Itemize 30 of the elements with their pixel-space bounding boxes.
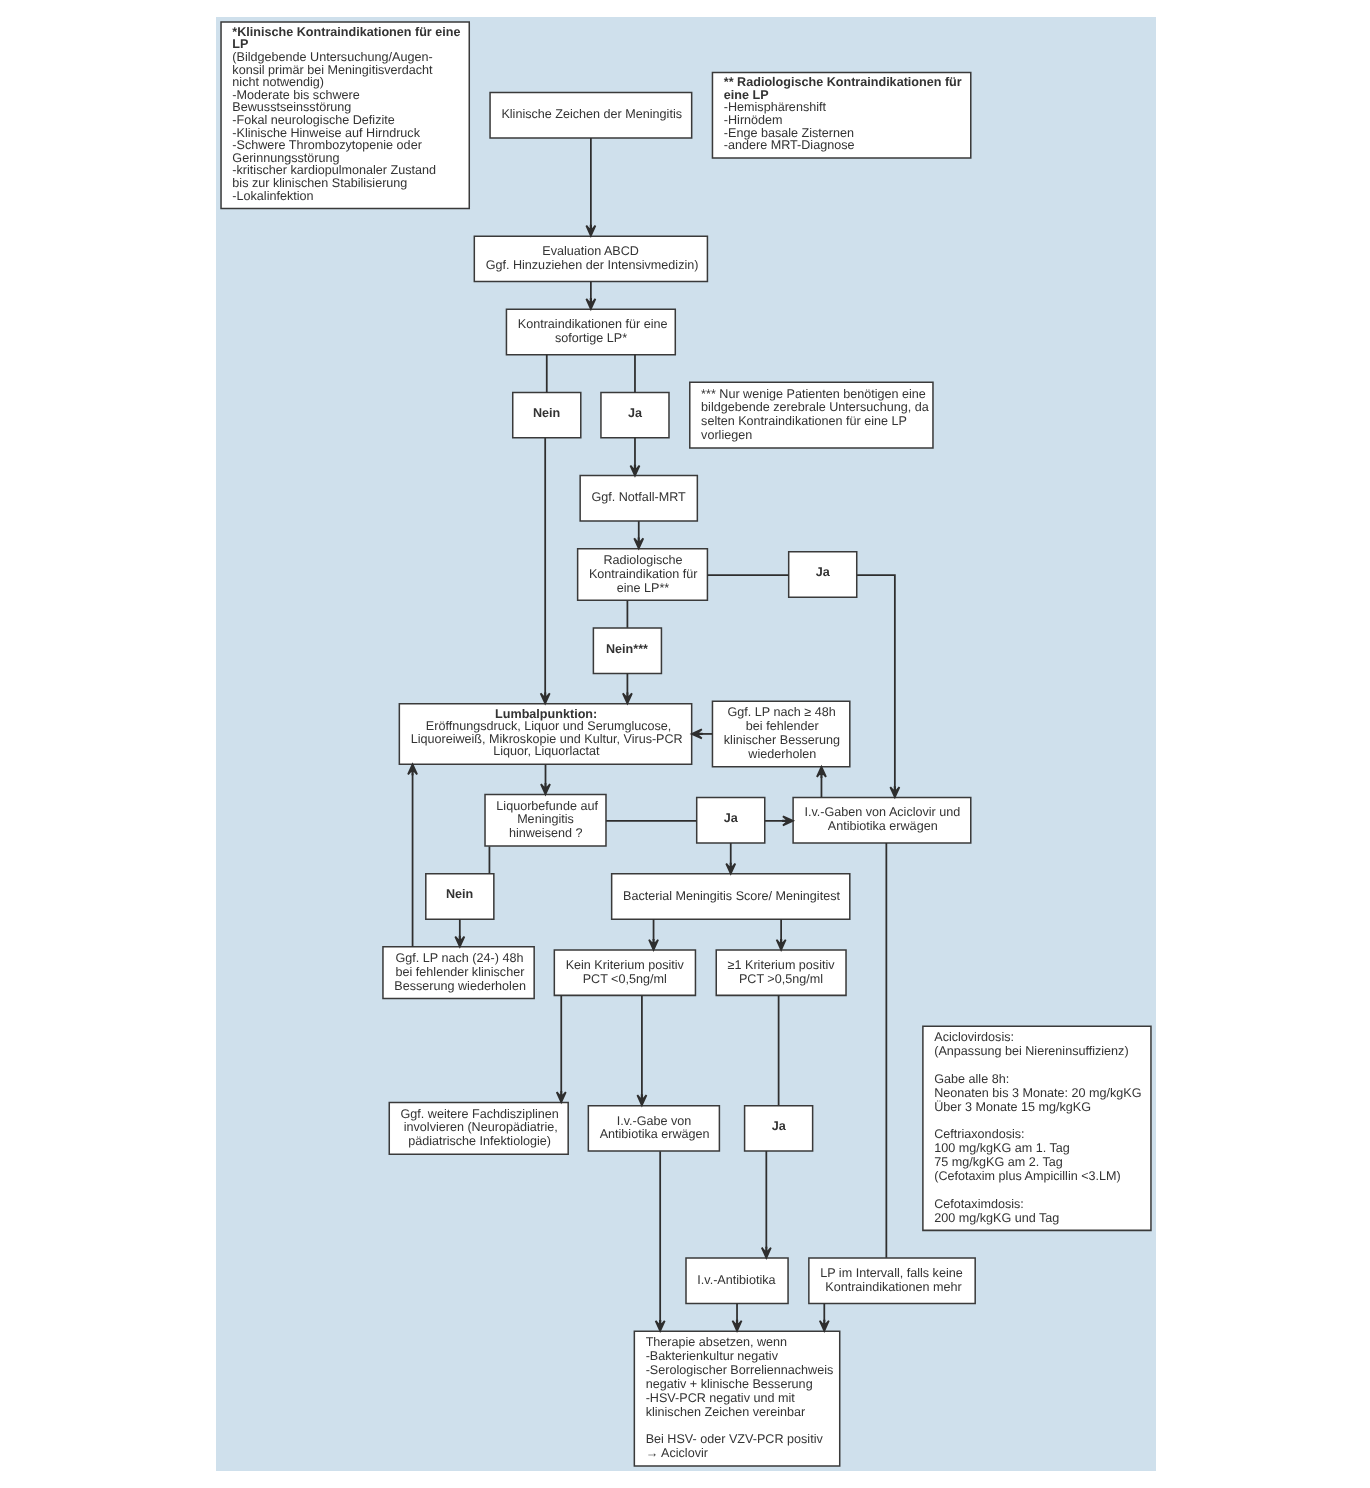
arrow (539, 763, 550, 796)
arrow (815, 765, 826, 798)
arrow (621, 672, 632, 705)
connector (633, 353, 635, 394)
arrow (584, 280, 596, 310)
connector (884, 842, 887, 1259)
arrow (647, 918, 658, 951)
arrow (632, 520, 644, 550)
arrow (635, 994, 647, 1107)
arrow (453, 918, 465, 948)
arrow (817, 1302, 829, 1332)
connector (604, 820, 697, 822)
arrow (554, 994, 566, 1103)
arrow (406, 763, 417, 948)
connector (776, 994, 779, 1107)
arrow (689, 728, 713, 740)
arrow (730, 1302, 742, 1332)
connector (705, 574, 789, 577)
arrow (584, 137, 596, 237)
arrow (774, 918, 786, 951)
arrow (653, 1150, 665, 1332)
connector (625, 599, 628, 629)
arrow (759, 1150, 771, 1259)
arrow (538, 437, 550, 705)
arrow (628, 436, 640, 477)
arrow (855, 574, 900, 799)
arrow (724, 842, 736, 875)
connector (487, 845, 490, 875)
connector (544, 353, 547, 394)
arrow (763, 815, 793, 827)
